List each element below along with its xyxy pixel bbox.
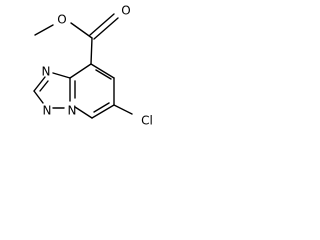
bond-n1-c2-double [39,80,49,92]
bond-c6-c5 [91,104,115,119]
bond-carbonyl-double-1 [93,17,119,40]
nitrogen-lower-left-label: N [43,104,52,118]
bond-c2-n3 [33,90,44,104]
bond-c8-c8a [69,63,92,79]
molecule-diagram: O O N N N Cl [33,4,153,128]
bond-methyl-o [34,24,54,36]
nitrogen-bridge-label: N [68,104,77,118]
structure-canvas: O O N N N Cl [0,0,179,156]
chlorine-label: Cl [141,114,153,128]
oxygen-ether-label: O [57,13,66,27]
bond-n1-c2 [33,76,46,92]
nitrogen-upper-left-label: N [42,65,51,79]
bond-c6-cl [113,104,133,115]
bond-carbonyl-ring [90,37,93,65]
bond-c8-c7-double [95,69,112,80]
bond-carbonyl-double-2 [89,13,115,36]
bond-c5-nbridge [74,106,93,119]
oxygen-carbonyl-label: O [121,4,130,18]
bond-o-carbonyl [70,22,93,39]
bond-c8-c7-inner [90,63,115,79]
bond-c8a-n1 [52,72,71,79]
bond-c6-c5-double [93,102,110,113]
